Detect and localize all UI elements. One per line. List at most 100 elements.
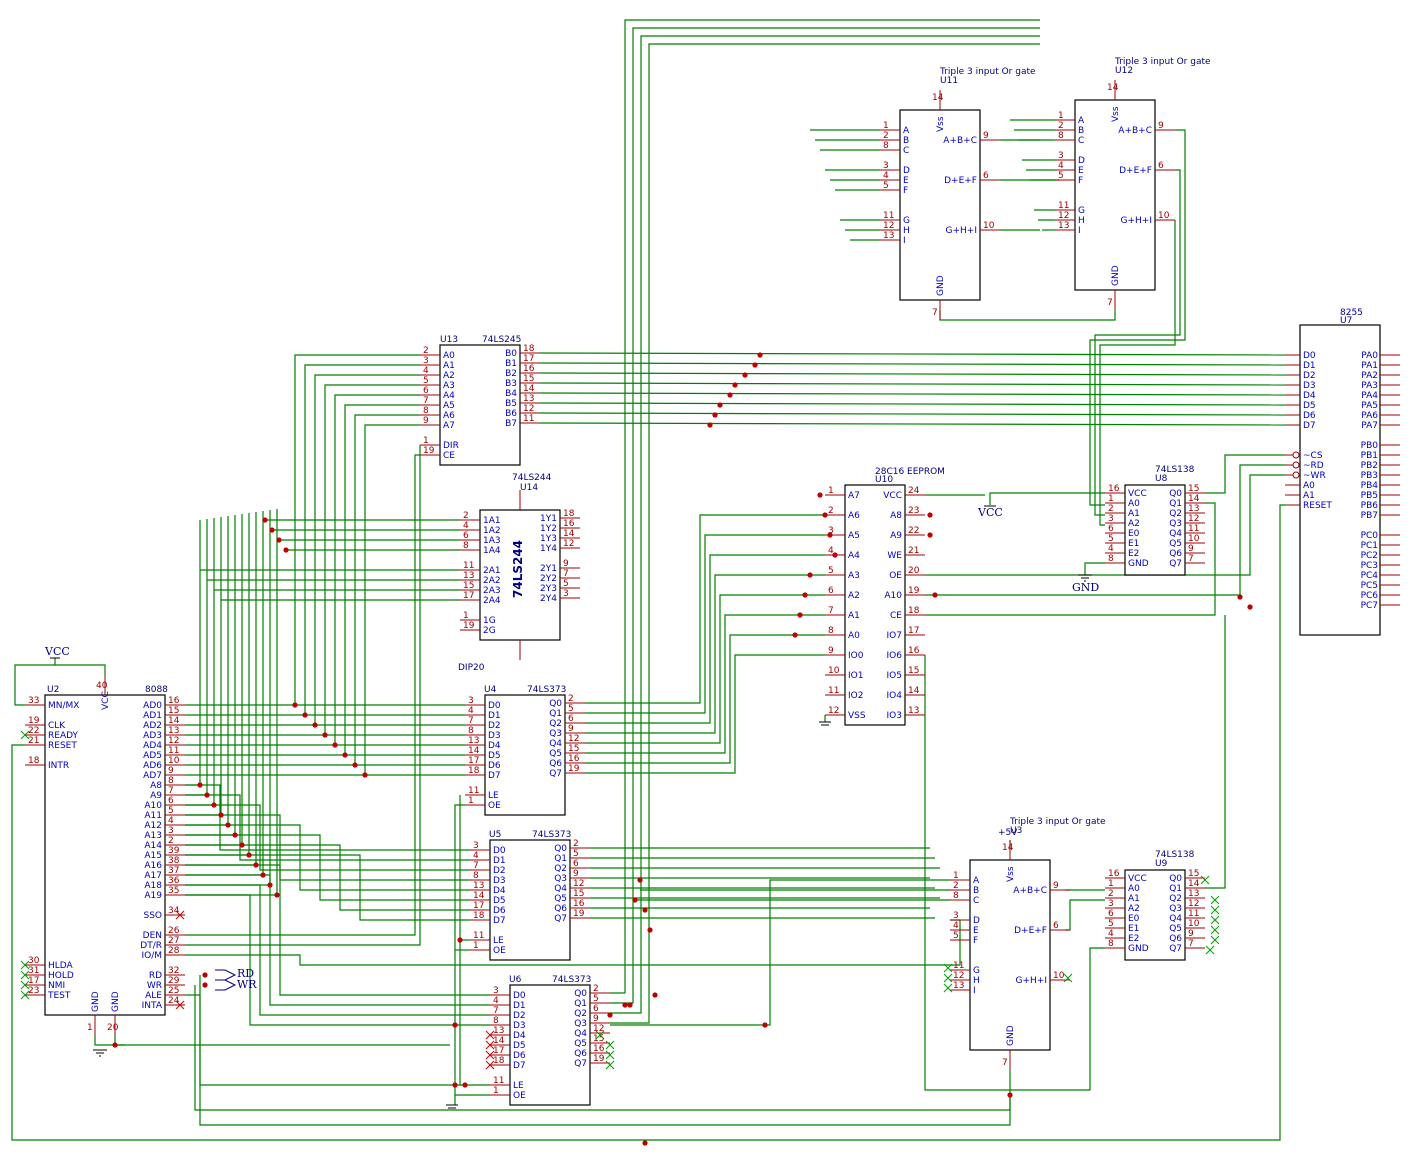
pin-name: GND [936, 275, 946, 296]
pin-name: E [1078, 166, 1084, 176]
pin-number: 15 [1188, 484, 1199, 494]
ic-value: 8255 [1340, 308, 1363, 318]
data-bus-branch [354, 414, 420, 765]
pin-name: AD4 [143, 741, 162, 751]
pin-number: 12 [883, 221, 894, 231]
pin-name: IO/M [141, 951, 162, 961]
ic-ref: U6 [509, 975, 522, 985]
pin-name: AD3 [143, 731, 162, 741]
pin-name: Q4 [1169, 529, 1182, 539]
pin-name: PC2 [1361, 551, 1378, 561]
pin-name: D5 [513, 1041, 526, 1051]
dtr-net [185, 445, 421, 946]
data-bus-8255 [539, 402, 1286, 406]
pin-name: 2Y3 [540, 584, 557, 594]
chip-select [1205, 454, 1285, 494]
pin-number: 3 [1108, 899, 1114, 909]
pin-number: 39 [168, 846, 180, 856]
no-connect-mark [1210, 905, 1220, 915]
pin-number: 16 [168, 696, 180, 706]
pin-name: F [903, 186, 908, 196]
pin-number: 15 [593, 1034, 604, 1044]
address-bus [185, 814, 470, 881]
pin-number: 7 [168, 786, 174, 796]
pin-number: 12 [563, 539, 574, 549]
pin-name: A1 [1128, 509, 1140, 519]
pin-number: 13 [168, 726, 179, 736]
ic-value: 74LS373 [527, 685, 566, 695]
pin-name: VCC [1128, 874, 1147, 884]
pin-number: 1 [87, 1023, 93, 1033]
pin-number: 12 [953, 971, 964, 981]
no-connect-stroke [1210, 905, 1220, 915]
inversion-bubble [1292, 471, 1300, 479]
junction-dot [312, 722, 318, 728]
pin-number: 6 [168, 796, 174, 806]
pin-name: VCC [883, 491, 902, 501]
pin-number: 9 [1053, 881, 1059, 891]
pin-name: 1G [483, 616, 496, 626]
pin-number: 2 [568, 694, 574, 704]
pin-name: PA4 [1361, 391, 1378, 401]
no-connect-stroke [485, 1040, 495, 1050]
pin-name: OE [493, 946, 506, 956]
pin-name: G+H+I [946, 226, 977, 236]
ic-value: Triple 3 input Or gate [939, 67, 1036, 77]
or-to-decoder [1089, 129, 1186, 506]
plus5v-label: +5V [998, 828, 1018, 838]
junction-dot [742, 372, 748, 378]
data-bus-8255 [539, 412, 1286, 416]
pin-number: 6 [423, 386, 429, 396]
pin-number: 2 [1108, 504, 1114, 514]
junction-dot [274, 892, 280, 898]
pin-name: Q4 [554, 884, 567, 894]
data-bus-branch [304, 364, 420, 715]
pin-name: Q2 [1169, 509, 1182, 519]
pin-name: E1 [1128, 539, 1139, 549]
pin-name: 2Y1 [540, 564, 557, 574]
pin-number: 11 [828, 686, 839, 696]
pin-number: 15 [1188, 869, 1199, 879]
latched-address [585, 654, 825, 774]
pin-number: 3 [493, 986, 499, 996]
pin-name: PC0 [1361, 531, 1379, 541]
junction-dot [1237, 594, 1243, 600]
pin-name: A12 [144, 821, 162, 831]
pin-number: 4 [473, 851, 479, 861]
pin-name: PA1 [1361, 361, 1378, 371]
junction-dot [1247, 604, 1253, 610]
junction-dot [246, 852, 252, 858]
pin-number: 14 [1107, 83, 1119, 93]
pin-name: WR [147, 981, 162, 991]
pin-number: 9 [1158, 121, 1164, 131]
no-connect-stroke [20, 730, 30, 740]
pin-name: B7 [505, 419, 517, 429]
address-bus [185, 894, 490, 1026]
pin-name: A11 [144, 811, 162, 821]
no-connect-stroke [1210, 895, 1220, 905]
pin-number: 9 [168, 766, 174, 776]
address-bus [185, 834, 470, 901]
pin-name: AD2 [143, 721, 162, 731]
ic-28c16-eeprom: A71A62A53A44A35A26A17A08IO09IO110IO211VS… [825, 467, 945, 726]
pin-number: 5 [563, 579, 569, 589]
pin-number: 8 [953, 891, 959, 901]
pin-number: 9 [1188, 929, 1194, 939]
no-connect-mark [943, 973, 953, 983]
junction-dot [283, 547, 289, 553]
pin-number: 36 [168, 876, 180, 886]
pin-name: VCC [101, 691, 111, 710]
junction-dot [717, 402, 723, 408]
pin-number: 12 [1188, 899, 1199, 909]
ic-body [1124, 484, 1186, 576]
pin-name: IO5 [887, 671, 902, 681]
pin-name: 1Y2 [540, 524, 557, 534]
pin-name: A1 [1303, 491, 1315, 501]
no-connect-mark [1200, 875, 1210, 885]
ic-8088: MN/MX33CLK19READY22RESET21INTR18HLDA30HO… [25, 675, 185, 1035]
pin-name: Q6 [549, 759, 562, 769]
pin-number: 1 [1058, 111, 1064, 121]
inversion-bubble [1292, 461, 1300, 469]
junction-dot [712, 412, 718, 418]
